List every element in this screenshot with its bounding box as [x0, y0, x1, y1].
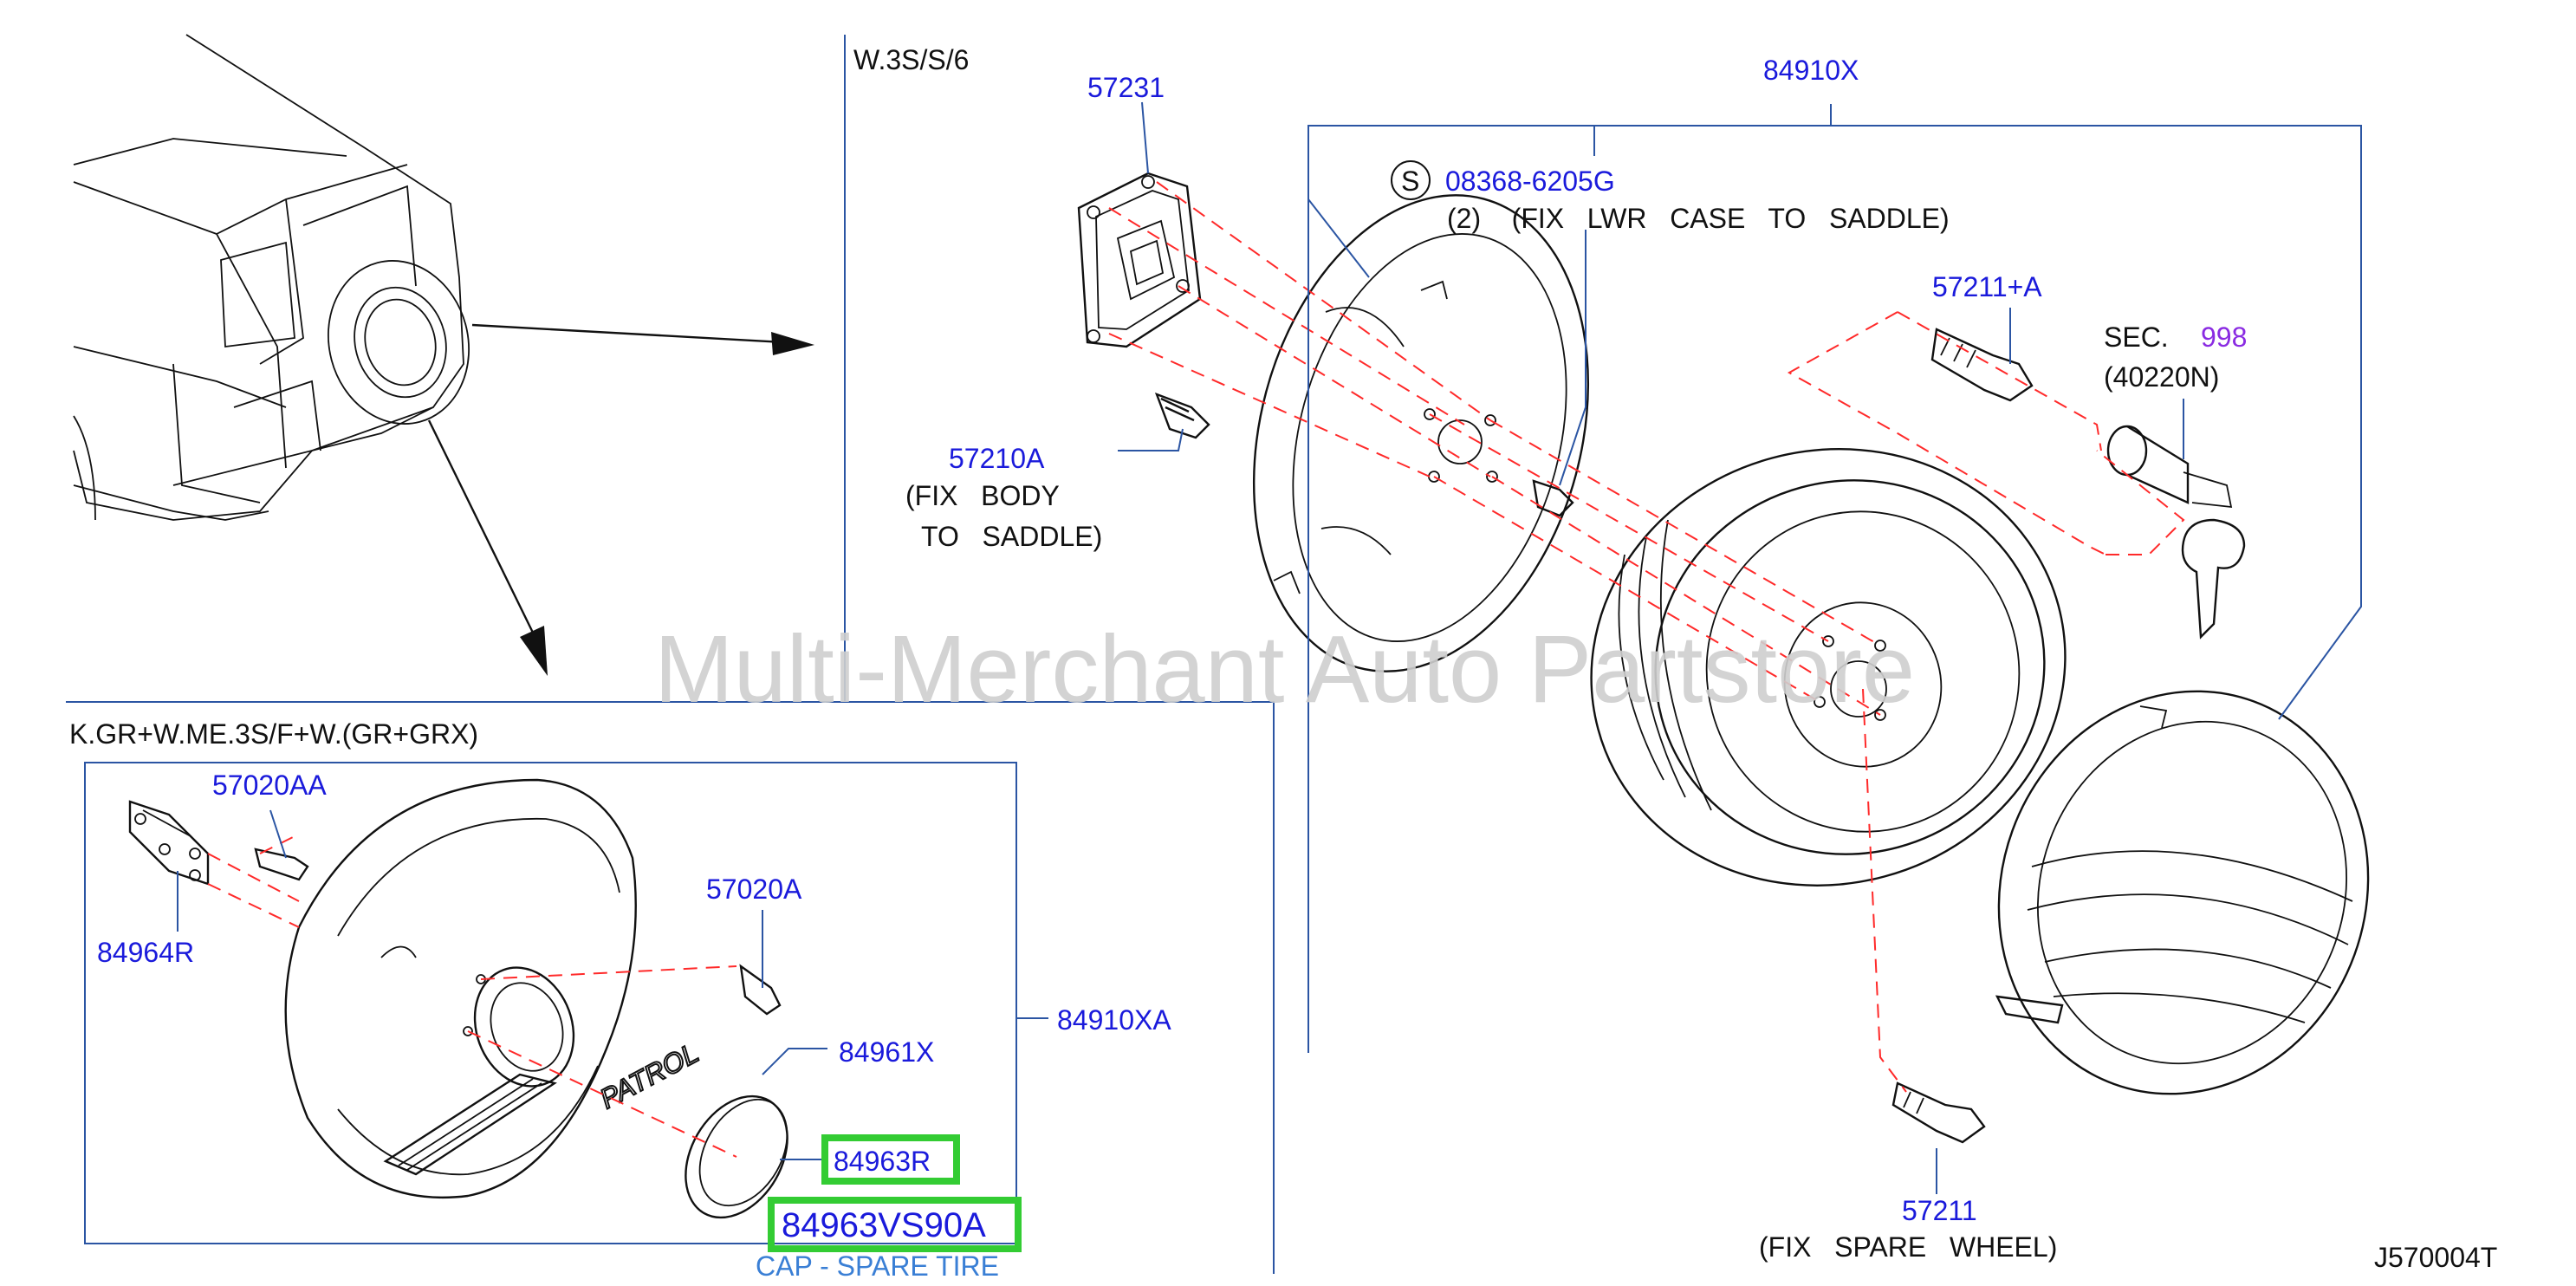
service-symbol: S — [1401, 166, 1419, 197]
part-57211[interactable]: 57211 — [1902, 1195, 1977, 1226]
dashed-guides-lower — [207, 835, 737, 1158]
part-84910x[interactable]: 84910X — [1763, 55, 1859, 86]
part-57020aa[interactable]: 57020AA — [212, 770, 327, 801]
dashed-guides-upper — [1108, 181, 2185, 1093]
part-57020a[interactable]: 57020A — [706, 874, 802, 905]
highlight-84963r — [821, 1134, 960, 1185]
bracket-84964r[interactable] — [128, 800, 210, 886]
note-08368-6205g: (2) (FIX LWR CASE TO SADDLE) — [1447, 203, 1950, 234]
bolt-08368-6205g[interactable] — [1532, 479, 1574, 517]
note-57211: (FIX SPARE WHEEL) — [1759, 1231, 2057, 1263]
part-57231[interactable]: 57231 — [1087, 72, 1165, 103]
part-57211-a[interactable]: 57211+A — [1932, 271, 2042, 302]
section-part-40220n: (40220N) — [2104, 361, 2219, 393]
bolt-57210a[interactable] — [1154, 392, 1210, 439]
variant-upper: W.3S/S/6 — [853, 44, 969, 75]
part-84963r[interactable]: 84963R — [834, 1146, 931, 1177]
section-prefix: SEC. — [2104, 322, 2169, 353]
part-84910xa[interactable]: 84910XA — [1057, 1004, 1171, 1036]
part-84963vs90a[interactable]: 84963VS90A — [782, 1206, 986, 1244]
cap-spare-tire-label: CAP - SPARE TIRE — [756, 1250, 999, 1282]
cap-spare-tire[interactable] — [665, 1078, 808, 1236]
part-57210a[interactable]: 57210A — [949, 443, 1045, 474]
service-symbol-circle — [1391, 160, 1431, 200]
watermark: Multi-Merchant Auto Partstore — [654, 616, 1915, 723]
lock-key[interactable] — [2106, 425, 2246, 640]
part-08368-6205g[interactable]: 08368-6205G — [1445, 166, 1615, 197]
variant-lower: K.GR+W.ME.3S/F+W.(GR+GRX) — [69, 718, 478, 750]
section-998-link[interactable]: 998 — [2201, 322, 2247, 353]
highlight-84963vs90a — [768, 1197, 1022, 1252]
patrol-emblem: PATROL — [594, 1037, 704, 1115]
spare-wheel[interactable] — [1542, 396, 2115, 938]
part-84961x[interactable]: 84961X — [839, 1036, 934, 1068]
part-84964r[interactable]: 84964R — [97, 937, 194, 968]
bolt-57020a[interactable] — [739, 964, 782, 1016]
tire-cover-back-84910x[interactable] — [1204, 158, 1638, 710]
bolt-57020aa[interactable] — [254, 848, 309, 881]
panel-frames — [66, 35, 1275, 1274]
tire-cover-front[interactable] — [1943, 639, 2424, 1146]
tire-cover-84910xa[interactable]: PATROL — [284, 778, 704, 1199]
note-57210a-line1: (FIX BODY — [905, 480, 1060, 511]
diagram-code: J570004T — [2374, 1242, 2497, 1273]
bolt-57211[interactable] — [1891, 1081, 1986, 1144]
note-57210a-line2: TO SADDLE) — [921, 521, 1102, 552]
vehicle-rear-sketch — [73, 34, 470, 521]
leader-lines — [177, 101, 2362, 1194]
labels: W.3S/S/6 K.GR+W.ME.3S/F+W.(GR+GRX) 57231… — [69, 44, 2497, 1282]
pointer-arrows — [427, 323, 814, 676]
